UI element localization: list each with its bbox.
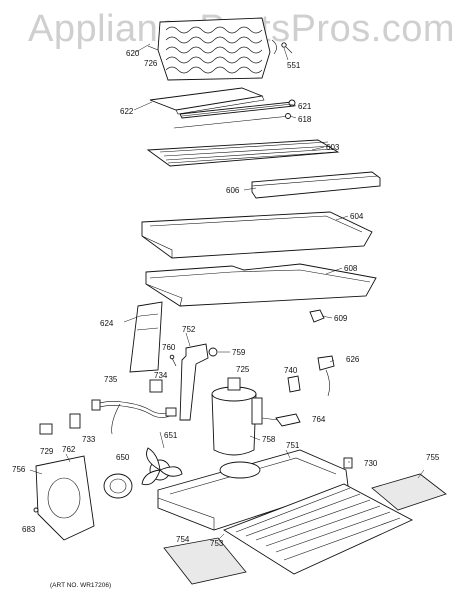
part-labels: 620 726 551 622 621 618 603 606 604 608 … xyxy=(12,49,440,548)
label-753: 753 xyxy=(210,539,224,548)
label-733: 733 xyxy=(82,435,96,444)
label-735: 735 xyxy=(104,375,118,384)
relay-part xyxy=(149,379,163,393)
capacitor-part xyxy=(39,423,53,435)
label-734: 734 xyxy=(154,371,168,380)
label-620: 620 xyxy=(126,49,140,58)
condenser-coil-part xyxy=(222,457,414,575)
leader-lines xyxy=(29,43,425,541)
nut-part xyxy=(208,347,218,357)
bottom-liner-part xyxy=(145,263,377,307)
label-759: 759 xyxy=(232,348,246,357)
label-618: 618 xyxy=(298,115,312,124)
label-604: 604 xyxy=(350,212,364,221)
shelf-part xyxy=(146,139,340,167)
part-740 xyxy=(287,375,301,393)
label-740: 740 xyxy=(284,366,298,375)
label-622: 622 xyxy=(120,107,134,116)
screw-683-part xyxy=(33,507,39,513)
liner-panel-part xyxy=(141,211,373,259)
label-751: 751 xyxy=(286,441,300,450)
label-626: 626 xyxy=(346,355,360,364)
wiring-harness-part xyxy=(91,399,177,435)
label-651: 651 xyxy=(164,431,178,440)
connector-part xyxy=(69,413,81,429)
label-754: 754 xyxy=(176,535,190,544)
label-760: 760 xyxy=(162,343,176,352)
air-duct-part xyxy=(129,301,163,373)
art-number: (ART NO. WR17206) xyxy=(50,582,112,589)
label-730: 730 xyxy=(364,459,378,468)
fan-motor-part xyxy=(103,473,133,499)
label-729: 729 xyxy=(40,447,54,456)
access-plate-part xyxy=(371,473,447,511)
label-758: 758 xyxy=(262,435,276,444)
label-756: 756 xyxy=(12,465,26,474)
bracket-part xyxy=(179,343,209,421)
shelf-rail-part xyxy=(251,171,381,199)
label-762: 762 xyxy=(62,445,76,454)
label-725: 725 xyxy=(236,365,250,374)
cover-plate-part xyxy=(163,537,247,585)
screw-760-part xyxy=(169,354,177,367)
label-603: 603 xyxy=(326,143,340,152)
defrost-heater-part xyxy=(173,99,296,129)
label-650: 650 xyxy=(116,453,130,462)
label-609: 609 xyxy=(334,314,348,323)
label-764: 764 xyxy=(312,415,326,424)
label-726: 726 xyxy=(144,59,158,68)
label-683: 683 xyxy=(22,525,36,534)
fan-shroud-part xyxy=(35,455,95,541)
label-621: 621 xyxy=(298,102,312,111)
part-609 xyxy=(309,309,325,323)
thermostat-part xyxy=(317,355,335,397)
compressor-part xyxy=(211,377,263,456)
label-551: 551 xyxy=(287,61,301,70)
evaporator-coil-part xyxy=(147,17,277,81)
label-624: 624 xyxy=(100,319,114,328)
screw-551-part xyxy=(281,42,293,54)
part-764 xyxy=(275,413,301,427)
fan-blade-part xyxy=(141,447,183,486)
label-608: 608 xyxy=(344,264,358,273)
label-755: 755 xyxy=(426,453,440,462)
label-752: 752 xyxy=(182,325,196,334)
label-606: 606 xyxy=(226,186,240,195)
